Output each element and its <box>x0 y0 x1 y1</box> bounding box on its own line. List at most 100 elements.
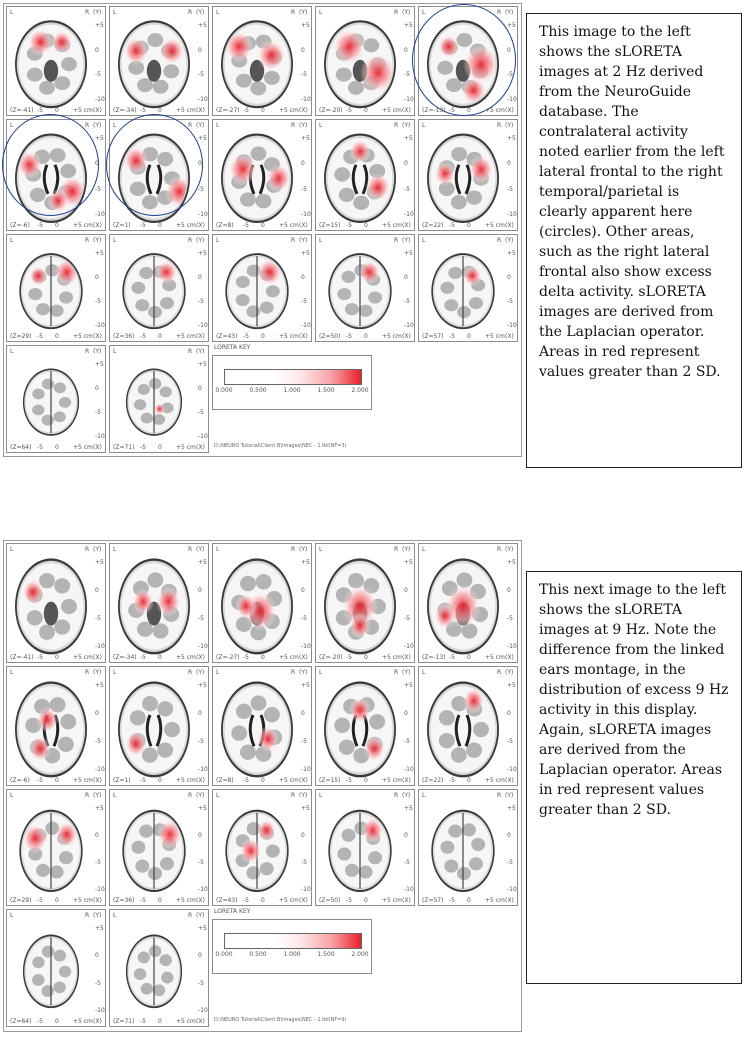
gray-matter <box>338 187 355 203</box>
y-tick-label: 0 <box>301 274 305 281</box>
file-path: D:\NEURO Tutorial\Client B\Images\NEC - … <box>214 1017 347 1023</box>
activation-blob <box>349 612 371 639</box>
activation-blob <box>51 30 73 55</box>
gray-matter <box>157 701 174 717</box>
y-axis-label: (Y) <box>196 912 205 919</box>
x-axis-label: (X) <box>505 222 514 229</box>
left-label: L <box>422 9 426 16</box>
x-tick-label: -5 <box>140 222 146 229</box>
y-tick-label: -5 <box>198 979 204 987</box>
y-tick-label: -10 <box>301 322 311 329</box>
y-tick-label: -10 <box>198 1007 208 1014</box>
y-tick-label: -5 <box>198 615 204 622</box>
brain-image <box>22 934 80 1009</box>
x-tick-label: -5 <box>346 107 352 114</box>
activation-blob <box>361 817 384 844</box>
gray-matter <box>358 304 373 317</box>
brain-image <box>221 558 293 655</box>
y-tick-label: -5 <box>301 71 307 79</box>
brainstem <box>43 59 59 82</box>
x-tick-label: -5 <box>37 444 43 451</box>
slice-z-label: (Z=43) <box>216 333 238 340</box>
x-tick-label: -5 <box>140 777 146 784</box>
slice-z-label: (Z=-20) <box>319 107 343 114</box>
left-label: L <box>319 546 323 553</box>
activation-blob <box>123 146 149 175</box>
key-tick-label: 1.500 <box>317 387 335 394</box>
gray-matter <box>259 862 274 876</box>
right-label: R <box>394 122 399 129</box>
gray-matter <box>49 148 66 163</box>
y-tick-label: -5 <box>507 738 513 745</box>
x-tick-label: -5 <box>37 1018 43 1025</box>
y-tick-label: +5 <box>95 135 104 142</box>
gray-matter <box>456 33 473 48</box>
activation-blob <box>333 28 366 65</box>
slice-z-label: (Z=-6) <box>10 777 30 784</box>
x-tick-label: 0 <box>364 333 368 340</box>
x-tick-label: +5 cm <box>176 777 196 784</box>
key-title: LORETA KEY <box>214 344 251 351</box>
y-tick-label: +5 <box>198 135 207 142</box>
y-tick-label: +5 <box>301 135 310 142</box>
gray-matter <box>147 572 164 588</box>
y-tick-label: 0 <box>198 160 202 168</box>
right-label: R <box>188 348 193 355</box>
gray-matter <box>141 195 158 210</box>
x-tick-label: 0 <box>467 897 471 904</box>
x-tick-label: 0 <box>364 222 368 229</box>
x-tick-label: 0 <box>364 654 368 661</box>
slice-z-label: (Z=36) <box>113 333 135 340</box>
gray-matter <box>57 736 74 753</box>
gray-matter <box>131 840 146 854</box>
gray-matter <box>164 721 180 738</box>
y-tick-label: -5 <box>404 859 410 866</box>
activation-blob <box>349 139 371 164</box>
right-label: R <box>85 122 90 129</box>
left-label: L <box>10 546 14 553</box>
left-label: L <box>10 792 14 799</box>
y-tick-label: +5 <box>404 22 413 29</box>
brain-image <box>221 133 293 224</box>
y-tick-label: -10 <box>404 643 414 650</box>
x-axis-label: (X) <box>299 107 308 114</box>
y-tick-label: 0 <box>95 832 99 839</box>
x-tick-label: 0 <box>55 333 59 340</box>
x-tick-label: +5 cm <box>485 777 505 784</box>
brain-image <box>427 558 499 655</box>
gray-matter <box>53 411 66 423</box>
gray-matter <box>41 378 55 390</box>
brain-image <box>15 133 87 224</box>
gray-matter <box>231 725 248 741</box>
x-tick-label: -5 <box>243 107 249 114</box>
left-label: L <box>113 912 117 919</box>
gray-matter <box>133 968 147 981</box>
right-label: R <box>188 669 193 676</box>
x-tick-label: 0 <box>261 777 265 784</box>
slice-z-label: (Z=-27) <box>216 107 240 114</box>
x-tick-label: +5 cm <box>279 107 299 114</box>
y-tick-label: +5 <box>198 361 207 368</box>
gray-matter <box>341 828 356 842</box>
activation-blob <box>27 28 53 57</box>
gray-matter <box>137 951 151 964</box>
gray-matter <box>461 823 476 837</box>
x-tick-label: +5 cm <box>73 333 93 340</box>
x-tick-label: -5 <box>449 654 455 661</box>
right-label: R <box>394 792 399 799</box>
x-tick-label: +5 cm <box>485 333 505 340</box>
right-label: R <box>291 792 296 799</box>
activation-blob <box>22 579 44 605</box>
y-axis-label: (Y) <box>196 348 205 355</box>
y-tick-label: -10 <box>95 886 105 893</box>
caption-2hz: This image to the left shows the sLORETA… <box>526 13 742 468</box>
y-tick-label: -5 <box>95 298 101 305</box>
right-label: R <box>291 237 296 244</box>
y-tick-label: +5 <box>301 682 310 689</box>
gray-matter <box>39 80 55 95</box>
y-tick-label: 0 <box>301 46 305 54</box>
brain-image <box>118 133 190 224</box>
